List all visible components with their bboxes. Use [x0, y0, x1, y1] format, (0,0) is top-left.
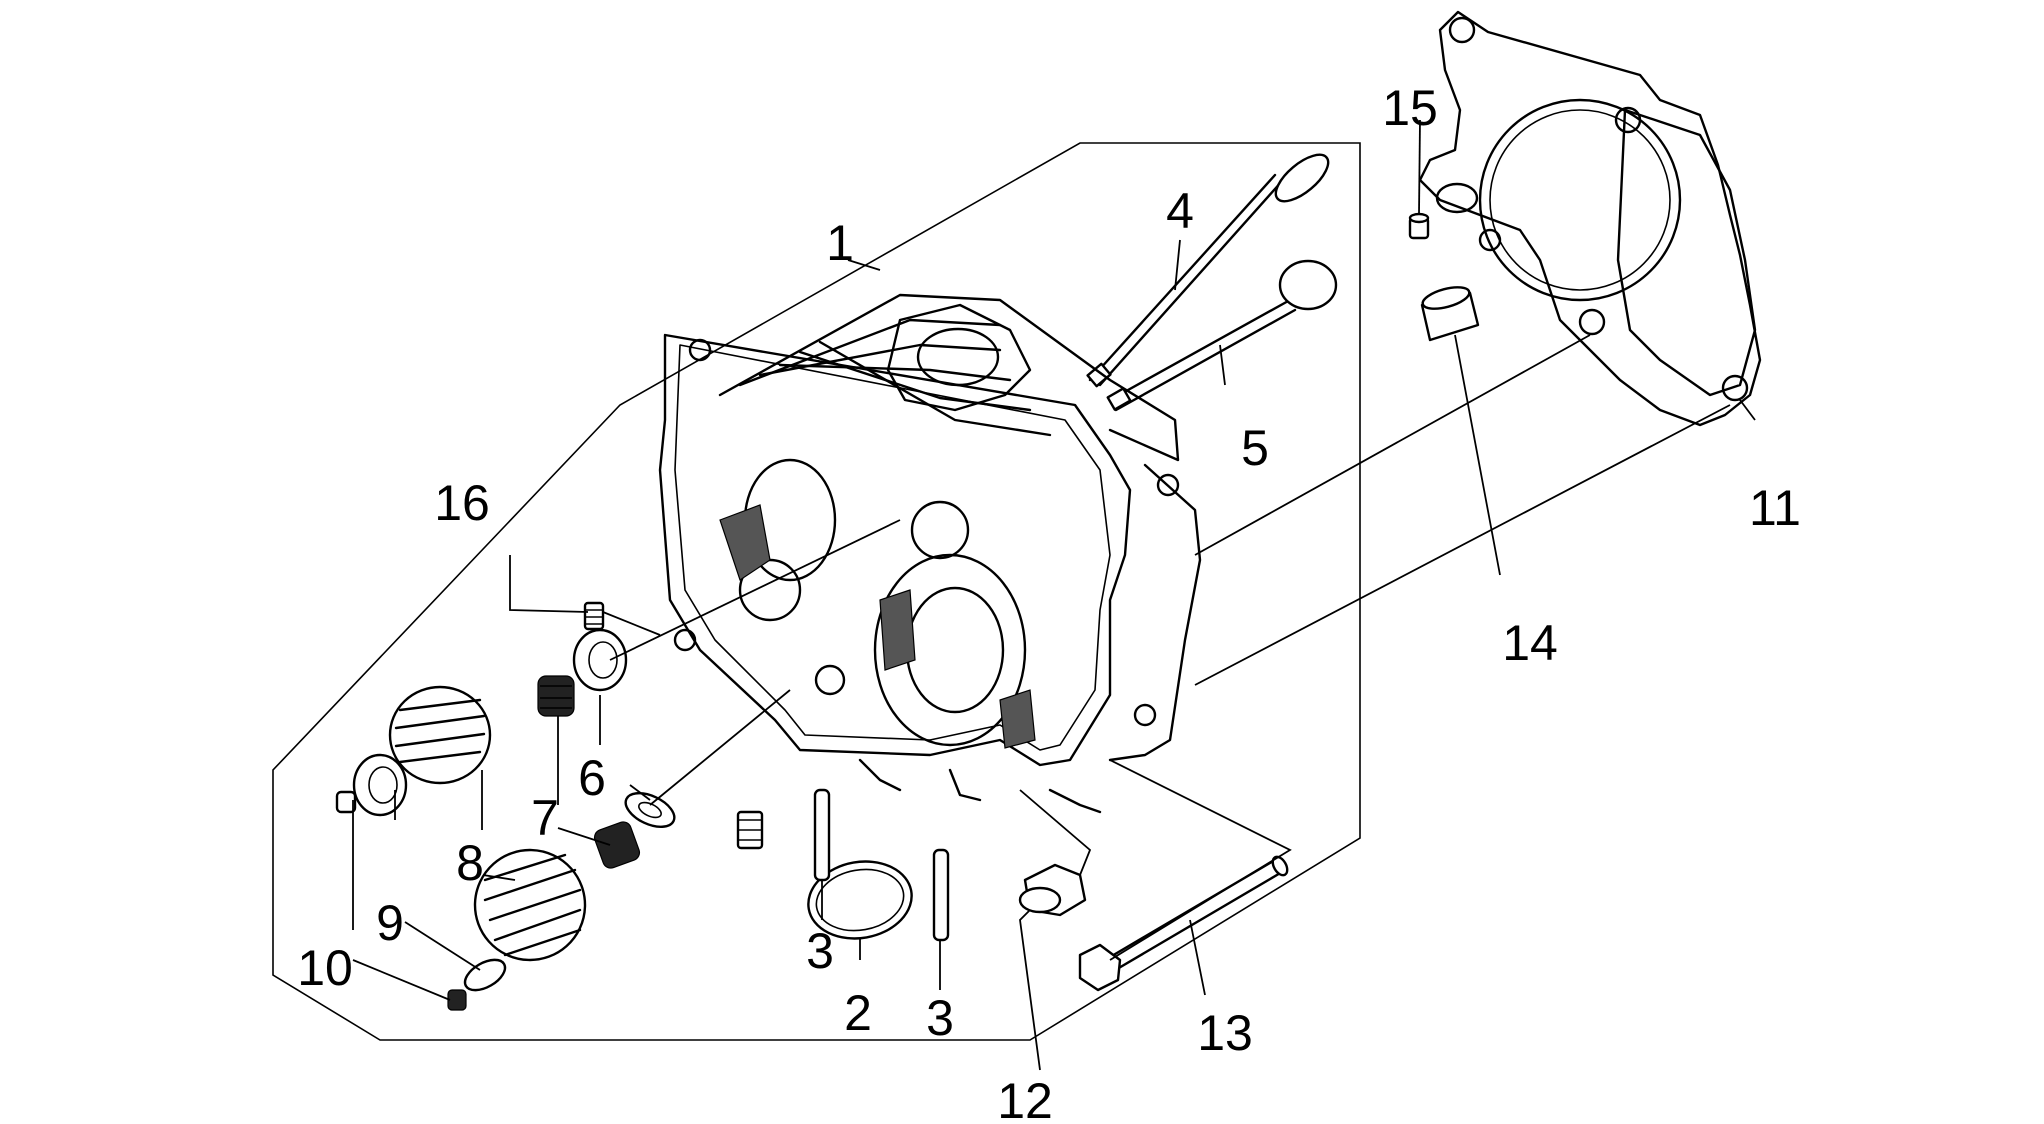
part-7-valve-stem-seal-upper[interactable] — [537, 675, 575, 717]
part-16-small-spring-2[interactable] — [736, 810, 764, 850]
callout-12[interactable]: 12 — [997, 1073, 1053, 1124]
callout-11[interactable]: 11 — [1749, 480, 1801, 536]
callout-3-left[interactable]: 3 — [806, 923, 834, 979]
callout-8[interactable]: 8 — [456, 835, 484, 891]
part-12-plug[interactable] — [1018, 863, 1087, 917]
part-6-valve-seal-lower[interactable] — [621, 786, 680, 833]
part-4-exhaust-valve[interactable] — [1086, 147, 1336, 388]
part-13-bolt[interactable] — [1078, 854, 1290, 992]
part-11-head-gasket[interactable] — [1418, 10, 1762, 427]
part-5-intake-valve[interactable] — [1106, 259, 1338, 412]
part-3-stud-left[interactable] — [813, 788, 831, 882]
part-16-small-spring[interactable] — [583, 601, 605, 631]
callout-3-right[interactable]: 3 — [926, 990, 954, 1046]
callout-4[interactable]: 4 — [1166, 183, 1194, 239]
assembly-group-boundary — [272, 142, 1361, 1041]
part-3-stud-right[interactable] — [932, 848, 950, 942]
callout-10[interactable]: 10 — [297, 940, 353, 996]
callout-2[interactable]: 2 — [844, 985, 872, 1041]
part-15-dowel-pin[interactable] — [1408, 212, 1430, 240]
part-10-valve-keeper-lower[interactable] — [447, 989, 467, 1011]
part-14-bushing[interactable] — [1420, 283, 1480, 342]
part-9-spring-retainer-upper[interactable] — [352, 753, 408, 817]
callout-5[interactable]: 5 — [1241, 420, 1269, 476]
callout-14[interactable]: 14 — [1502, 615, 1558, 671]
part-8-valve-spring-upper[interactable] — [388, 685, 492, 785]
callout-15[interactable]: 15 — [1382, 80, 1438, 136]
callout-13[interactable]: 13 — [1197, 1005, 1253, 1061]
part-10-valve-keeper-upper[interactable] — [335, 790, 357, 814]
part-7-valve-stem-seal-lower[interactable] — [592, 820, 641, 871]
part-1-cylinder-head[interactable] — [658, 293, 1202, 814]
callout-6[interactable]: 6 — [578, 750, 606, 806]
callout-1[interactable]: 1 — [826, 215, 854, 271]
leader-lines — [352, 119, 1756, 1071]
callout-9[interactable]: 9 — [376, 895, 404, 951]
part-2-o-ring[interactable] — [802, 854, 918, 947]
part-6-valve-seal-upper[interactable] — [572, 628, 628, 692]
callout-16[interactable]: 16 — [434, 475, 490, 531]
callout-7[interactable]: 7 — [531, 790, 559, 846]
part-9-spring-retainer-lower[interactable] — [460, 954, 510, 997]
